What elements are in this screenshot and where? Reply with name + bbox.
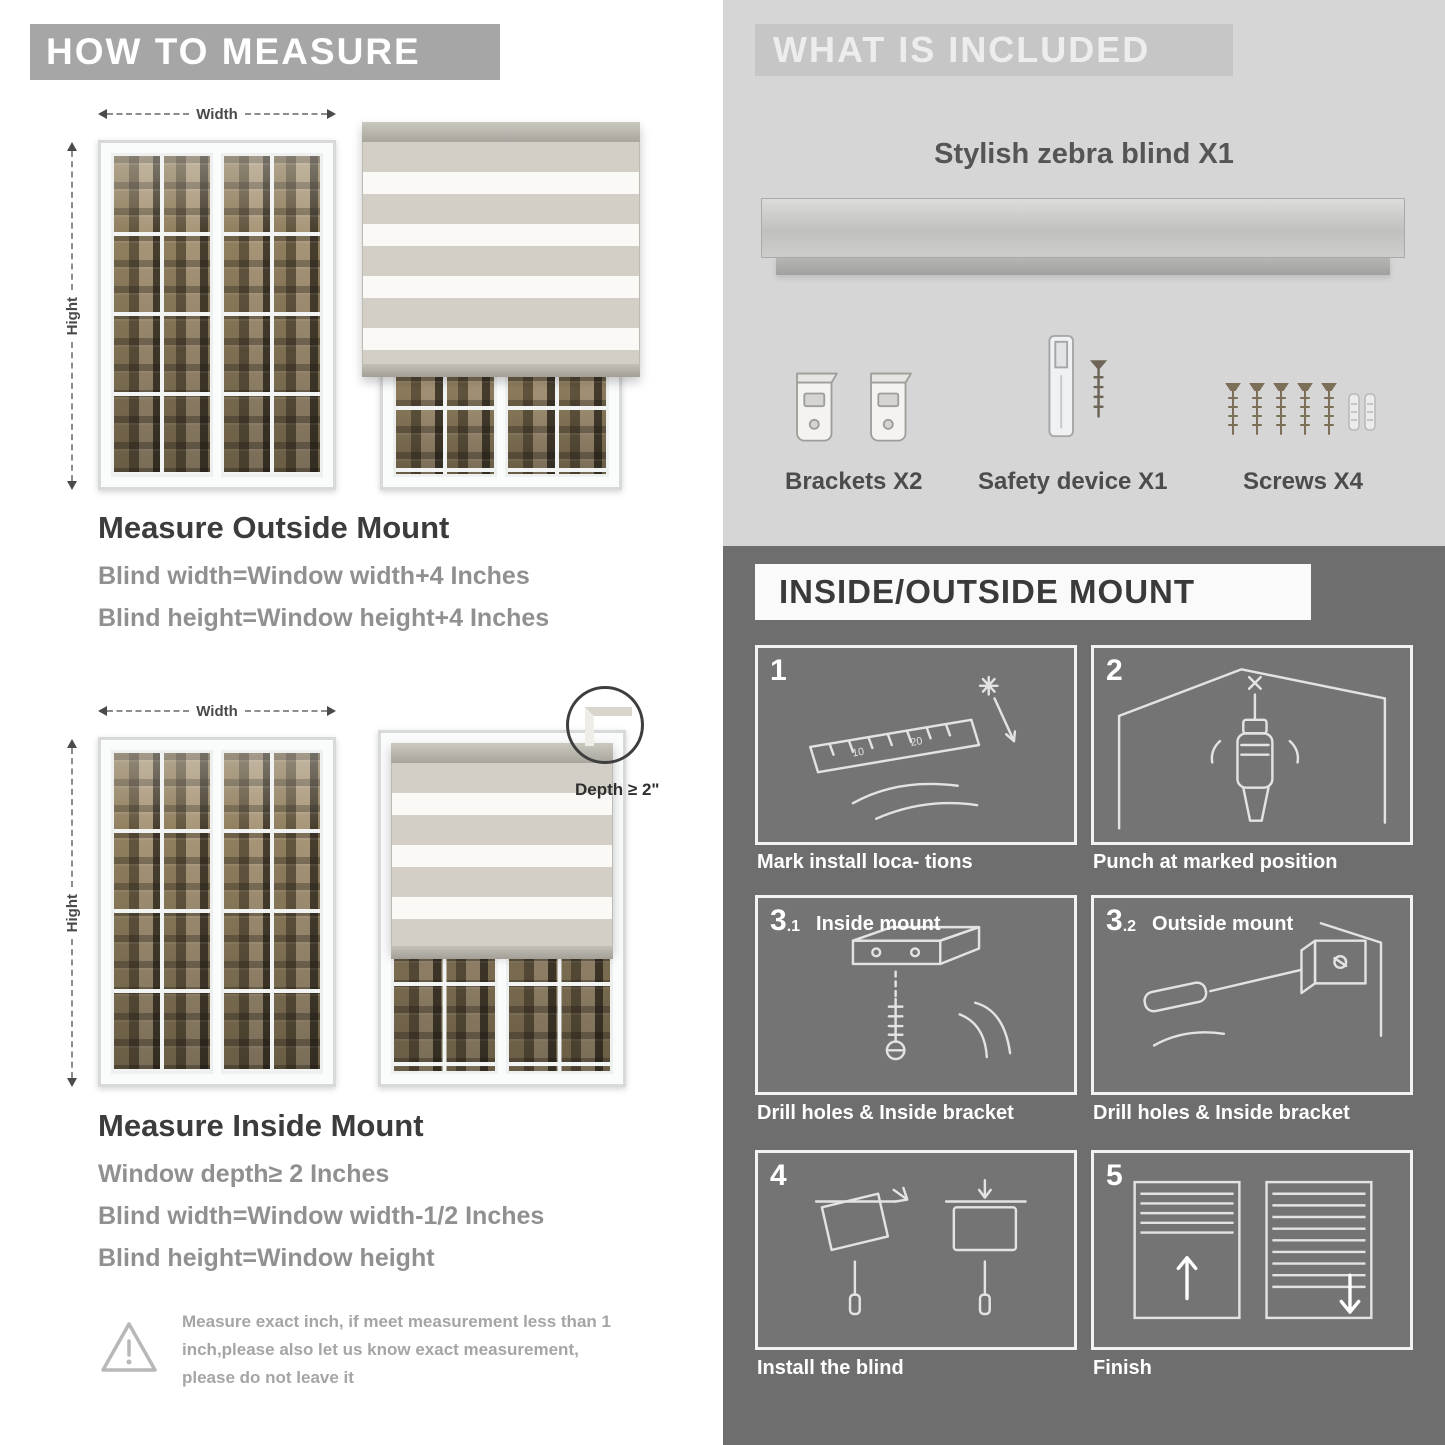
width-arrow: Width [98,702,337,720]
arrow-left-icon [98,109,107,119]
warning-triangle-icon [101,1322,157,1372]
step-number: 3 [770,904,787,937]
step-number: 4 [770,1159,787,1192]
shade-stripes [391,763,613,946]
headrail [362,122,640,142]
step-caption-5: Finish [1093,1357,1152,1379]
drill-icon [1117,668,1387,830]
bracket-screw-icon [851,925,1012,1061]
zebra-blind-inside-illustration [378,730,626,1087]
step-caption-2: Punch at marked position [1093,851,1338,873]
width-arrow: Width [98,105,337,123]
inside-depth-rule: Window depth≥ 2 Inches [98,1160,390,1188]
included-items: Brackets X2 [785,330,1383,496]
screw-icon [1225,383,1376,435]
how-to-measure-banner: HOW TO MEASURE [30,24,500,80]
zebra-shade [362,122,640,377]
step-panel-3-1: 3 .1 Inside mount [755,895,1077,1095]
outside-formula-width: Blind width=Window width+4 Inches [98,562,530,590]
step-number: 3 [1106,904,1123,937]
step-title: Outside mount [1152,913,1294,935]
step-panel-2: 2 [1091,645,1413,845]
finish-icon [1133,1180,1373,1320]
inside-formula-height: Blind height=Window height [98,1244,435,1272]
measure-warning: Measure exact inch, if meet measurement … [98,1308,612,1392]
height-arrow: Hight [63,142,81,491]
included-item-safety-device: Safety device X1 [978,330,1167,496]
arrow-down-icon [67,481,77,491]
step-panel-3-2: 3 .2 Outside mount [1091,895,1413,1095]
width-label: Width [196,702,238,720]
headrail [391,743,613,763]
arrow-right-icon [327,109,337,119]
inside-mount-heading: Measure Inside Mount [98,1108,424,1143]
zebra-blind-outside-illustration [362,122,640,490]
window-sash [221,153,323,477]
bottom-rail [391,946,613,959]
window-sash [111,153,213,477]
arrow-right-icon [327,706,337,716]
inside-outside-mount-section: INSIDE/OUTSIDE MOUNT 10 20 [723,546,1445,1445]
what-is-included-banner: WHAT IS INCLUDED [755,24,1233,76]
bottom-rail [362,364,640,377]
install-blind-icon [814,1178,1027,1316]
brackets-label: Brackets X2 [785,468,923,495]
step-caption-1: Mark install loca- tions [757,851,973,873]
step-number: 1 [770,654,787,687]
step-panel-1: 10 20 1 [755,645,1077,845]
depth-highlight-circle [566,686,644,764]
window-illustration-outside [98,140,336,490]
arrow-down-icon [67,1078,77,1088]
svg-text:10: 10 [851,746,865,760]
svg-text:20: 20 [910,735,924,749]
step-panel-5: 5 [1091,1150,1413,1350]
safety-device-icon [1048,334,1107,438]
product-name: Stylish zebra blind X1 [934,138,1234,170]
arrow-left-icon [98,706,107,716]
arrow-up-icon [67,739,77,748]
included-item-brackets: Brackets X2 [785,330,922,496]
safety-device-label: Safety device X1 [977,468,1168,495]
blind-headrail-illustration [761,198,1405,275]
step-caption-3-2: Drill holes & Inside bracket [1093,1102,1350,1124]
bracket-screwdriver-icon [1143,922,1383,1047]
ruler-pencil-icon: 10 20 [809,675,1017,820]
step-panel-4: 4 [755,1150,1077,1350]
height-label: Hight [63,893,81,933]
outside-formula-height: Blind height=Window height+4 Inches [98,604,550,632]
bracket-icon [795,372,838,442]
included-item-screws: Screws X4 [1223,330,1383,496]
inside-formula-width: Blind width=Window width-1/2 Inches [98,1202,545,1230]
shade-stripes [362,142,640,364]
step-caption-4: Install the blind [757,1357,904,1379]
step-number: 2 [1106,654,1123,687]
how-to-measure-section: HOW TO MEASURE Width Hight [30,24,660,1392]
step-number: 5 [1106,1159,1123,1192]
height-label: Hight [63,296,81,336]
outside-mount-heading: Measure Outside Mount [98,510,450,545]
step-caption-3-1: Drill holes & Inside bracket [757,1102,1014,1124]
what-is-included-section: WHAT IS INCLUDED Stylish zebra blind X1 [723,0,1445,546]
zebra-shade [391,743,613,959]
arrow-up-icon [67,142,77,151]
warning-text: Measure exact inch, if meet measurement … [182,1312,611,1388]
depth-label: Depth ≥ 2" [575,780,660,799]
step-title: Inside mount [816,913,941,935]
width-label: Width [196,105,238,123]
mount-banner: INSIDE/OUTSIDE MOUNT [755,564,1311,620]
window-illustration-inside [98,737,336,1087]
height-arrow: Hight [63,739,81,1088]
bracket-icon [869,372,912,442]
screws-label: Screws X4 [1242,468,1364,495]
